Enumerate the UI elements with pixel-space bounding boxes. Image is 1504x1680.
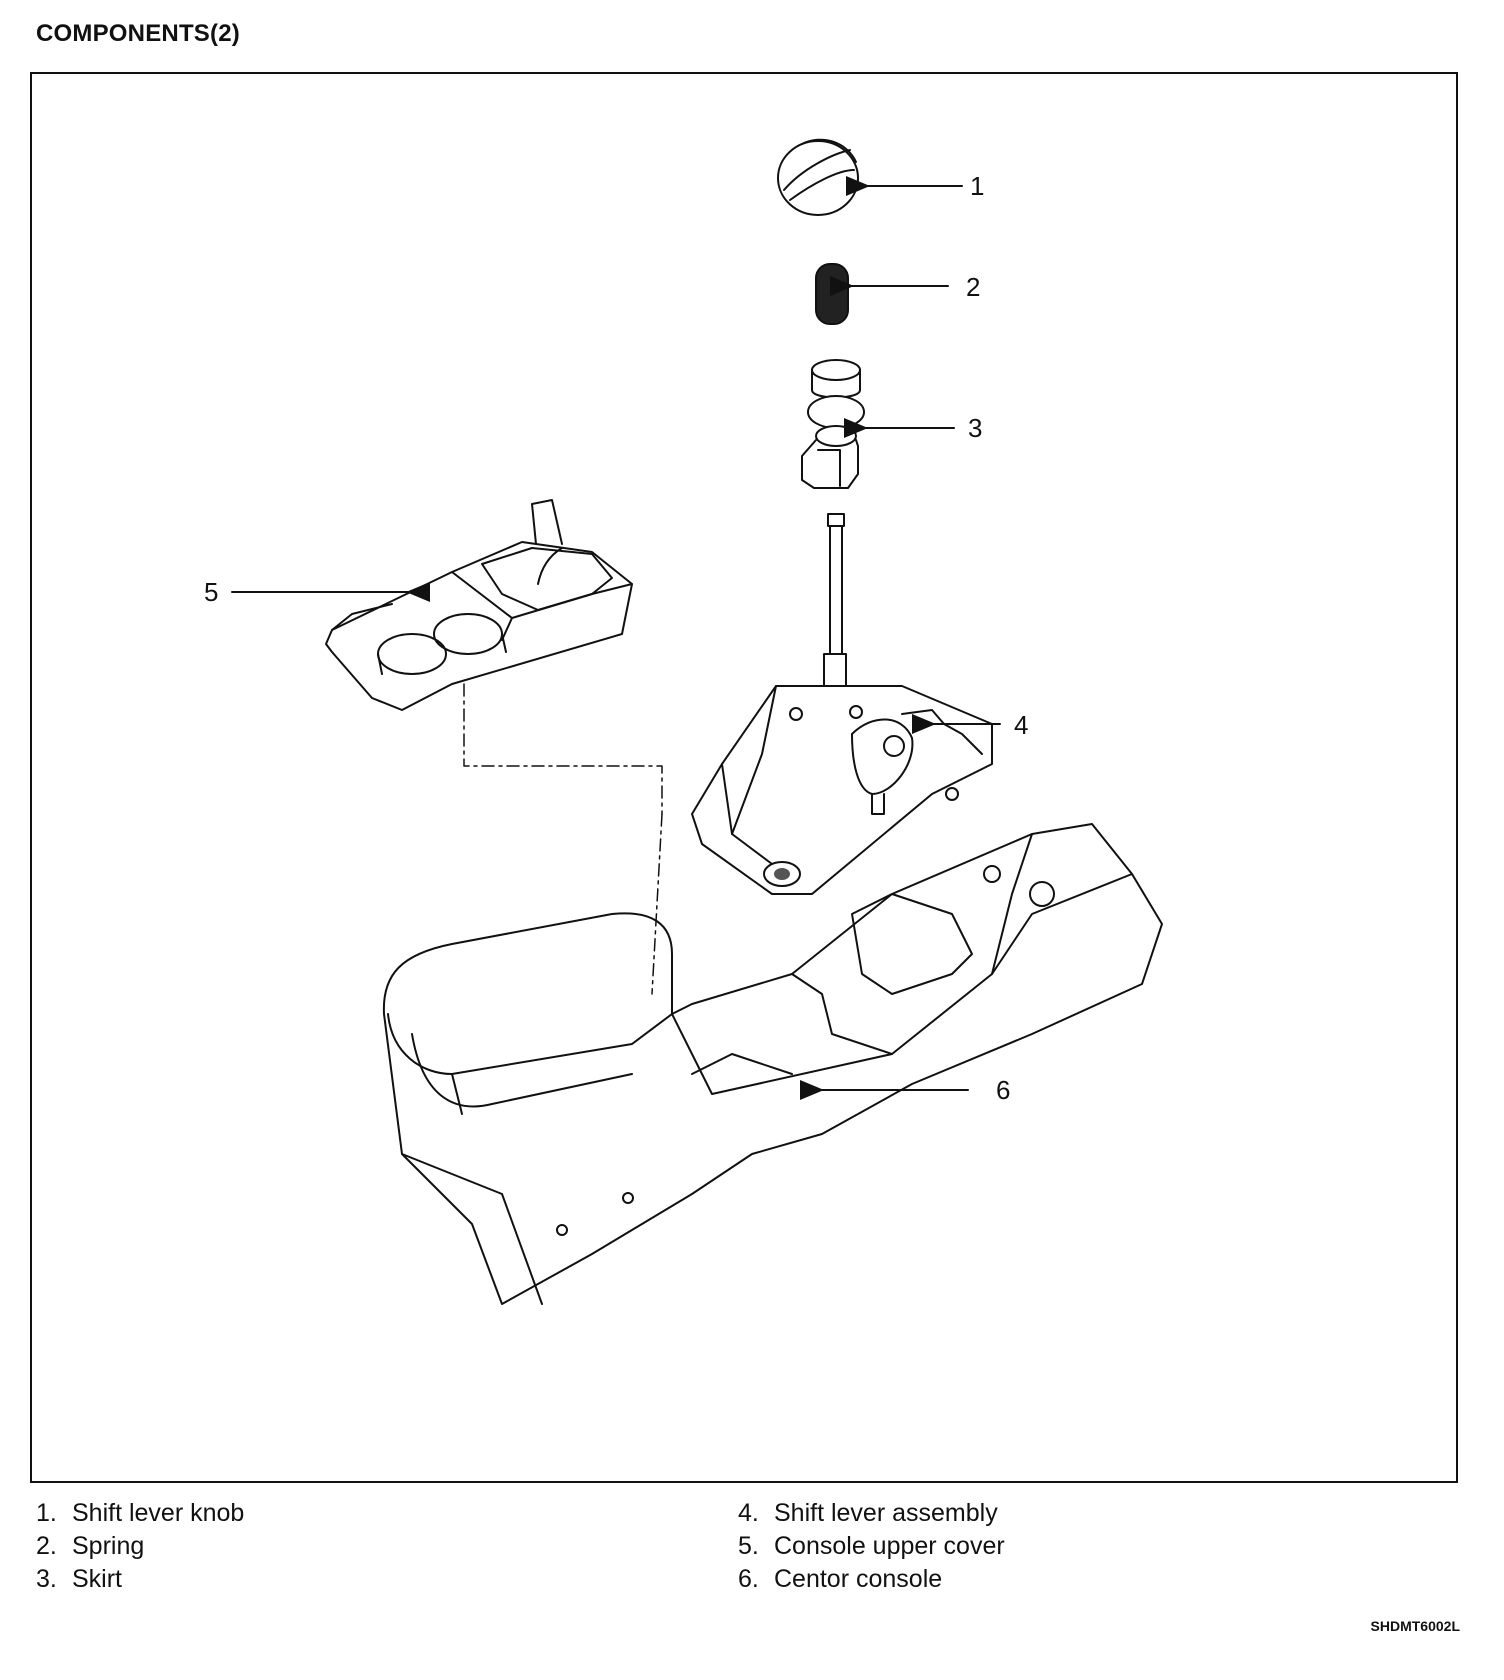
legend-number: 4. xyxy=(738,1499,759,1527)
legend-item: 2. Spring xyxy=(36,1530,244,1563)
legend-item: 1. Shift lever knob xyxy=(36,1497,244,1530)
legend-item: 6. Centor console xyxy=(738,1563,1005,1596)
legend-label: Shift lever knob xyxy=(72,1499,245,1527)
legend-number: 3. xyxy=(36,1565,57,1593)
callout-5: 5 xyxy=(204,577,219,607)
shift-lever-assembly-part xyxy=(691,513,993,895)
callout-4: 4 xyxy=(1014,710,1029,740)
diagram-frame: 1 2 3 4 5 6 xyxy=(30,72,1458,1483)
skirt-part xyxy=(801,359,865,489)
figure-code: SHDMT6002L xyxy=(1370,1618,1460,1634)
legend-label: Shift lever assembly xyxy=(774,1499,998,1527)
console-upper-cover-part xyxy=(325,499,633,711)
legend-number: 6. xyxy=(738,1565,759,1593)
center-console-part xyxy=(382,823,1163,1305)
legend-item: 3. Skirt xyxy=(36,1563,244,1596)
exploded-view-drawing xyxy=(231,138,1163,1305)
shift-lever-knob-part xyxy=(777,138,859,216)
legend-left: 1. Shift lever knob 2. Spring 3. Skirt xyxy=(36,1497,244,1596)
legend-number: 5. xyxy=(738,1532,759,1560)
legend-item: 5. Console upper cover xyxy=(738,1530,1005,1563)
callout-6: 6 xyxy=(996,1075,1011,1105)
legend-label: Console upper cover xyxy=(774,1532,1005,1560)
callout-3: 3 xyxy=(968,413,983,443)
spring-part xyxy=(815,263,849,325)
callout-1: 1 xyxy=(970,171,985,201)
leader-arrows xyxy=(231,176,1001,1100)
legend-label: Spring xyxy=(72,1532,145,1560)
legend-number: 1. xyxy=(36,1499,57,1527)
alignment-guide-lines xyxy=(463,683,663,995)
callout-2: 2 xyxy=(966,272,981,302)
legend-label: Skirt xyxy=(72,1565,122,1593)
legend-label: Centor console xyxy=(774,1565,943,1593)
legend-item: 4. Shift lever assembly xyxy=(738,1497,1005,1530)
legend-right: 4. Shift lever assembly 5. Console upper c… xyxy=(738,1497,1005,1596)
legend-number: 2. xyxy=(36,1532,57,1560)
page-title: COMPONENTS(2) xyxy=(36,20,240,47)
